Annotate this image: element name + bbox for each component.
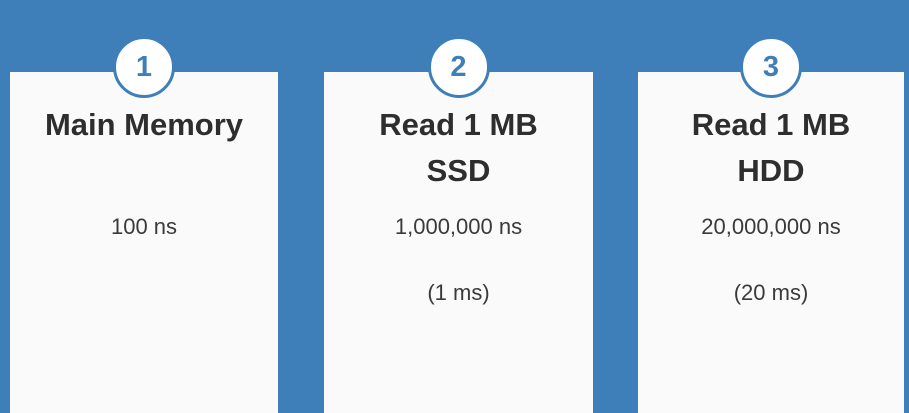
step-number-badge: 2 <box>427 36 490 98</box>
latency-value: 1,000,000 ns <box>394 214 523 239</box>
card-read-hdd: 3 Read 1 MB HDD 20,000,000 ns (20 ms) <box>638 36 904 413</box>
card-title-line-1: Main Memory <box>44 107 244 142</box>
latency-value-ms: (20 ms) <box>733 280 809 305</box>
card-title: Main Memory <box>10 102 278 148</box>
latency-value: 100 ns <box>110 214 178 239</box>
card-title: Read 1 MB SSD <box>324 102 593 194</box>
card-title-line-1: Read 1 MB <box>691 107 851 142</box>
step-number-badge: 3 <box>740 36 802 98</box>
step-number-badge: 1 <box>113 36 175 98</box>
card-title: Read 1 MB HDD <box>638 102 904 194</box>
card-title-line-2: SSD <box>426 153 491 188</box>
latency-value: 20,000,000 ns <box>701 214 841 239</box>
latency-value-ms: (1 ms) <box>427 280 490 305</box>
card-main-memory: 1 Main Memory 100 ns <box>10 36 278 413</box>
card-title-line-1: Read 1 MB <box>379 107 538 142</box>
card-read-ssd: 2 Read 1 MB SSD 1,000,000 ns (1 ms) <box>324 36 593 413</box>
card-title-line-2: HDD <box>737 153 805 188</box>
